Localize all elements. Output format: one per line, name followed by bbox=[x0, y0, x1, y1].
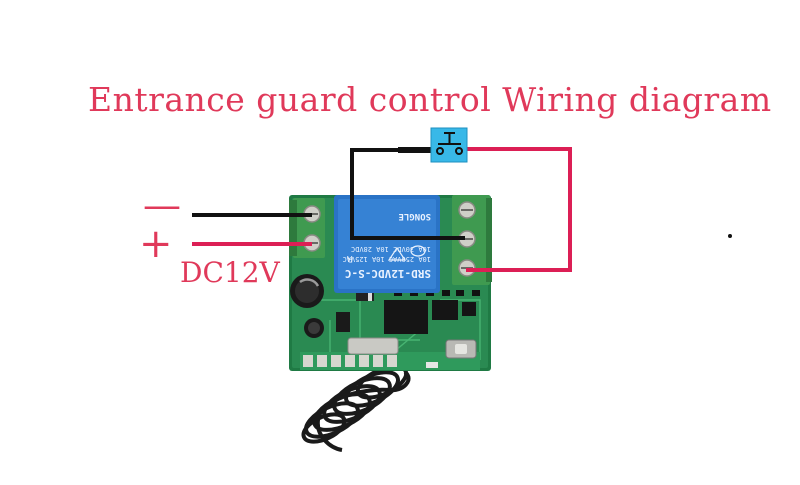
relay-rating-ac: 10A 250VAC 10A 125VAC bbox=[342, 255, 431, 263]
antenna-coil bbox=[301, 364, 411, 452]
voltage-label: DC12V bbox=[180, 256, 280, 289]
negative-label: — bbox=[143, 183, 181, 227]
relay-model: SRD-12VDC-S-C bbox=[345, 267, 431, 280]
relay: SRD-12VDC-S-C 10A 250VAC 10A 125VAC 10A … bbox=[334, 195, 440, 293]
stray-dot bbox=[728, 234, 732, 238]
wire-switch-to-no bbox=[466, 147, 572, 272]
push-button-switch bbox=[430, 127, 468, 163]
positive-label: + bbox=[139, 221, 173, 267]
wire-switch-to-com bbox=[350, 147, 465, 240]
power-terminal-block bbox=[289, 198, 325, 258]
relay-brand: SONGLE bbox=[398, 211, 431, 221]
diagram-title: Entrance guard control Wiring diagram bbox=[88, 80, 772, 119]
relay-rating-dc: 10A 30VDC 10A 28VDC bbox=[351, 245, 431, 253]
svg-text:R: R bbox=[347, 253, 353, 263]
